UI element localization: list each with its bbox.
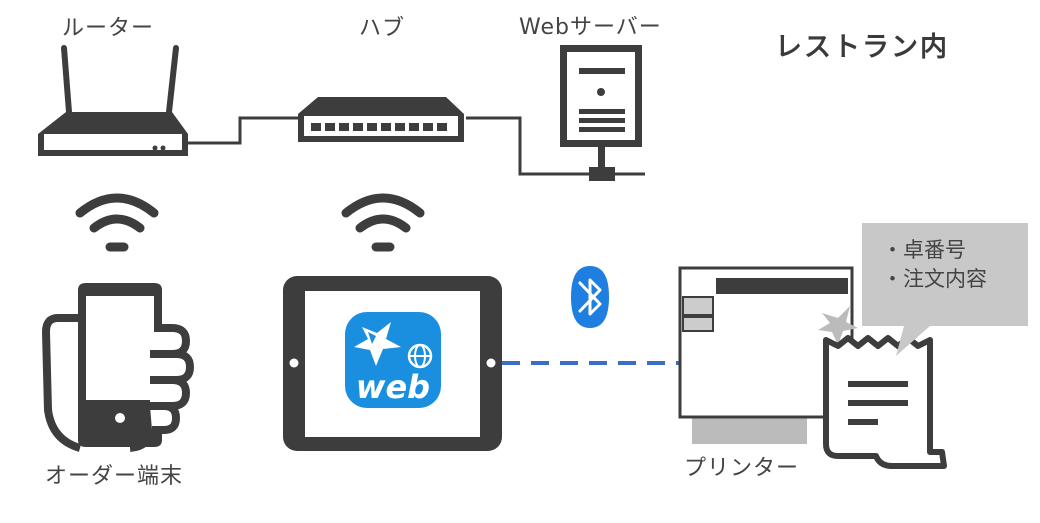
receipt-icon xyxy=(823,335,947,469)
hub-label: ハブ xyxy=(359,16,406,41)
page-title: レストラン内 xyxy=(775,32,949,63)
bluetooth-icon xyxy=(571,266,609,328)
bubble-line-table-number: ・卓番号 xyxy=(882,238,966,262)
bubble-line-order-content: ・注文内容 xyxy=(882,267,987,291)
app-icon-text: web xyxy=(356,368,430,406)
hub-server-cable xyxy=(466,116,645,176)
web-app-icon: web xyxy=(345,312,441,408)
router-icon xyxy=(38,45,188,156)
web-server-icon xyxy=(560,45,642,181)
speech-bubble xyxy=(862,223,1028,356)
printer-label: プリンター xyxy=(684,456,800,481)
router-hub-cable xyxy=(188,116,300,145)
order-terminal-label: オーダー端末 xyxy=(45,464,184,489)
wifi-icon xyxy=(75,193,159,252)
web-server-label: Webサーバー xyxy=(519,15,662,40)
hub-icon xyxy=(298,97,464,142)
router-label: ルーター xyxy=(62,16,155,41)
order-terminal-icon xyxy=(42,283,195,452)
wifi-icon xyxy=(341,193,425,252)
